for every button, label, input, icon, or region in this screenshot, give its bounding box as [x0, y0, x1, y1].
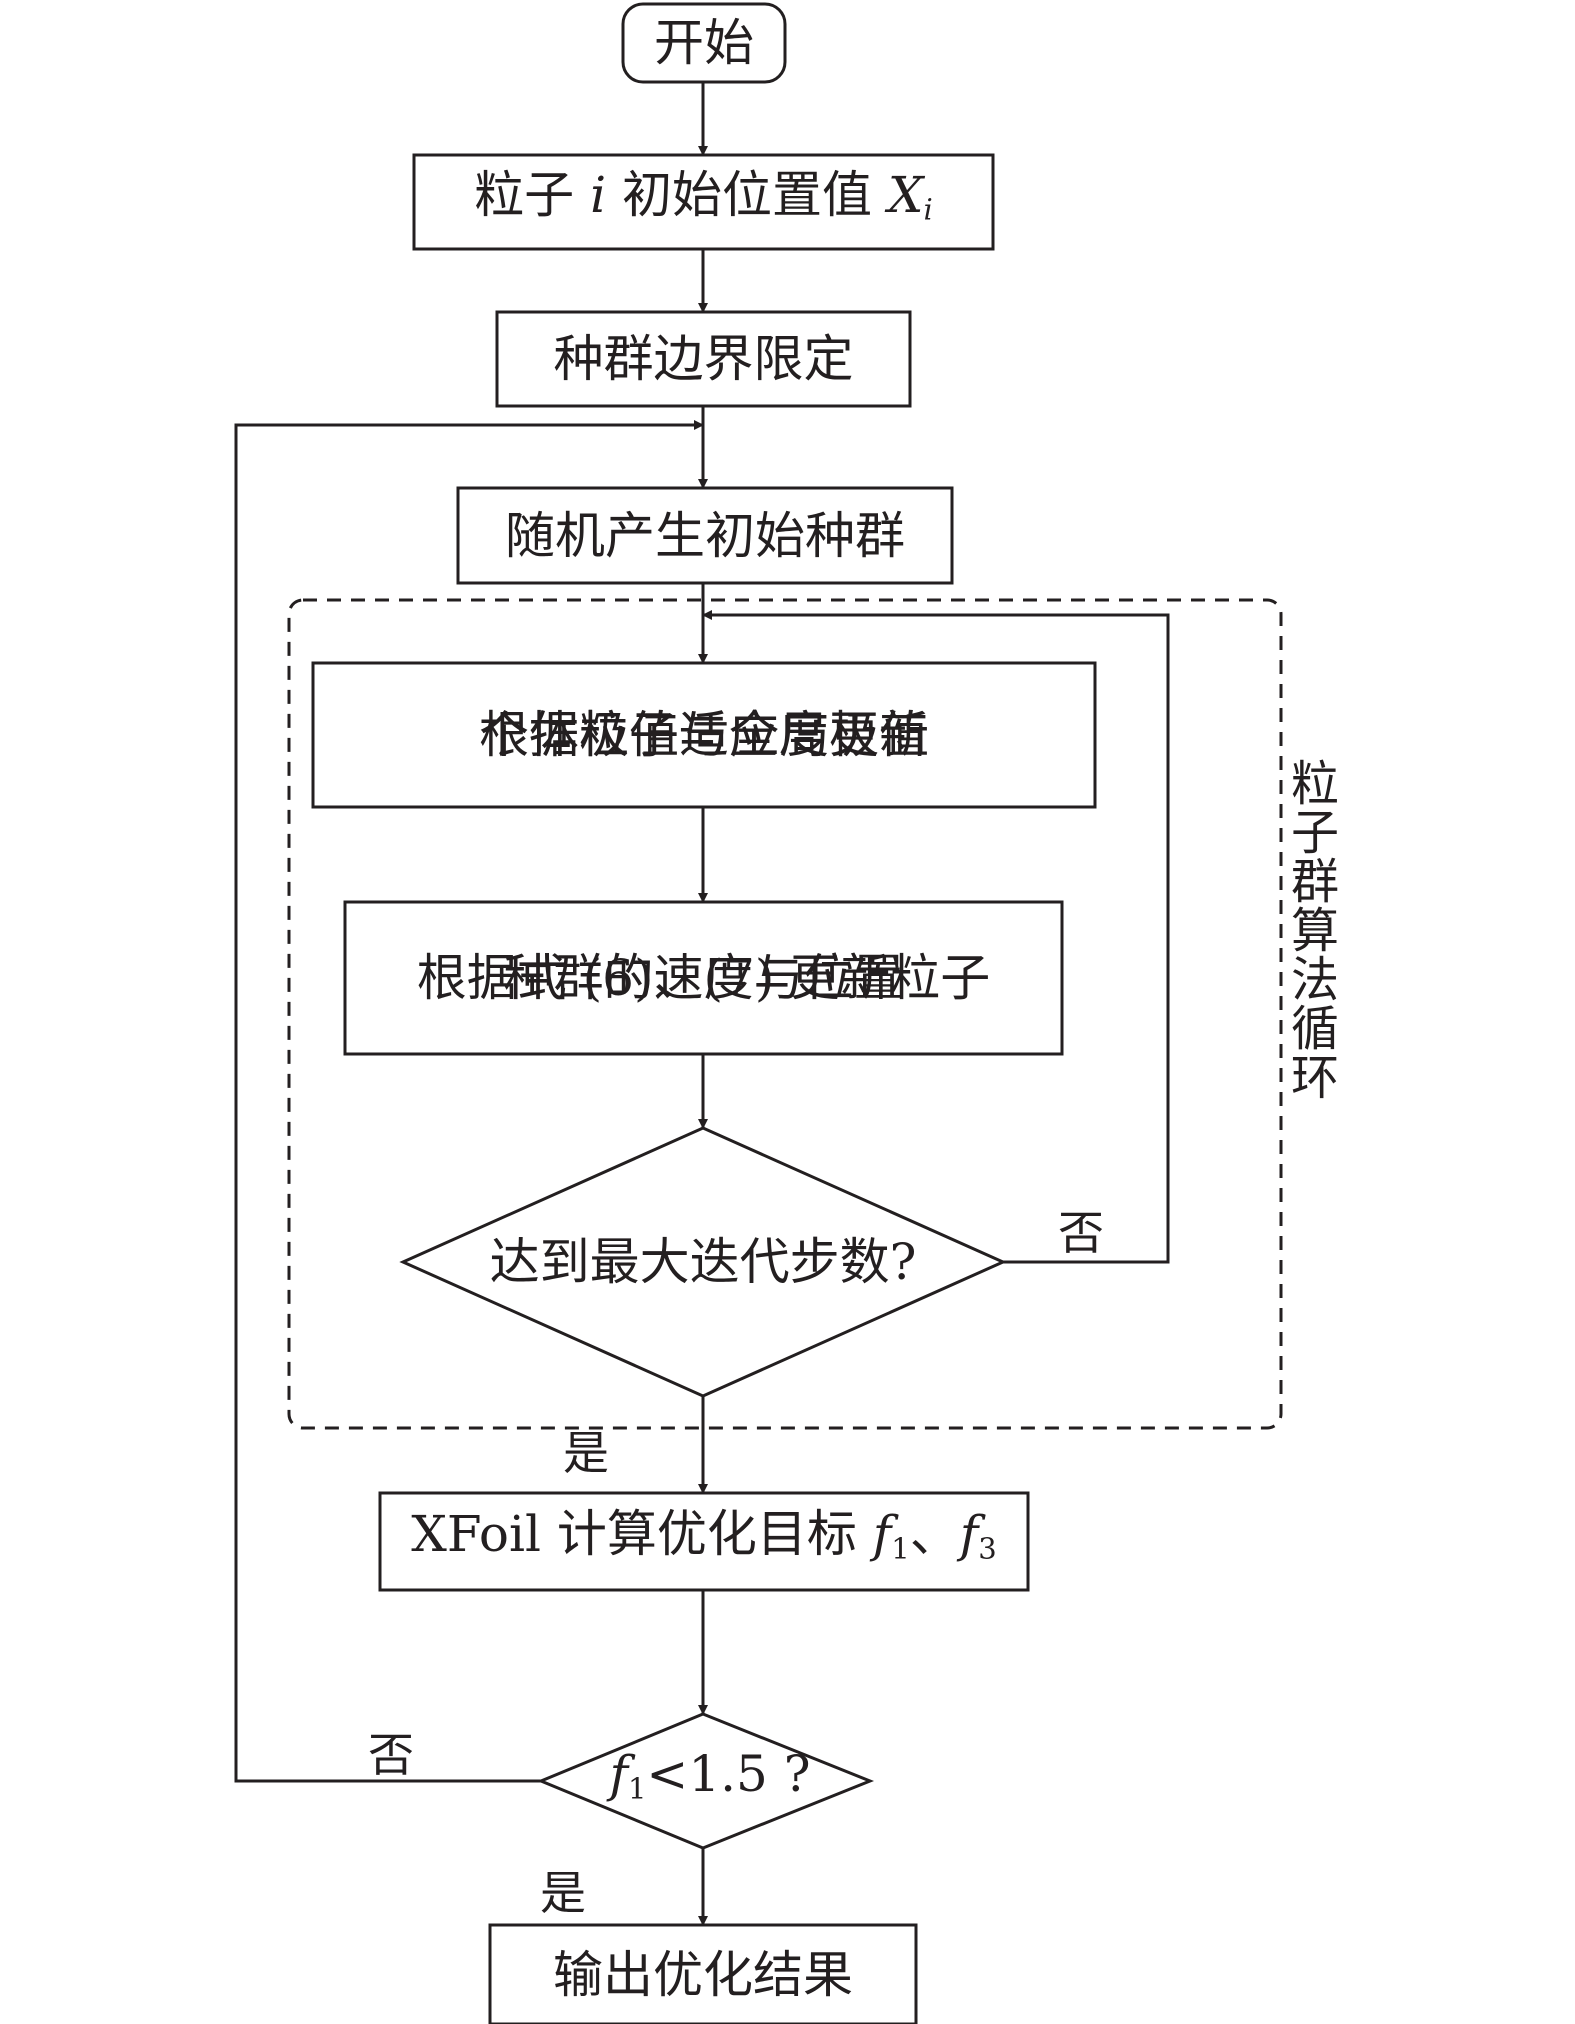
- loop-dashed-region: [287, 598, 1283, 1430]
- label-yes-outer: 是: [540, 1866, 586, 1920]
- init-position-line: 粒子 i 初始位置值 Xi: [474, 165, 933, 227]
- label-no-inner: 否: [1058, 1206, 1104, 1260]
- label-yes-inner: 是: [563, 1426, 609, 1480]
- arrow-check-no-outer-loop: [234, 420, 704, 1783]
- label-no-outer: 否: [368, 1728, 414, 1782]
- random-population-text: 随机产生初始种群: [505, 506, 905, 565]
- init-position-text: 粒子 i 初始位置值 Xi: [414, 155, 993, 249]
- loop-vertical-label: 粒子群算法循环: [1290, 756, 1339, 1106]
- update-velocity-text: 根据式 (6)、(7) 更新粒子 种群的速度与位置: [416, 949, 991, 1007]
- update-best-text: 根据粒子适应度更新 个体极值与全局极值: [479, 706, 929, 764]
- xfoil-line: XFoil 计算优化目标 f1、f3: [411, 1505, 997, 1566]
- output-text: 输出优化结果: [553, 1945, 853, 2004]
- arrow-decision-no-loop: [702, 610, 1170, 1264]
- f1-check-text: f1<1.5 ?: [590, 1745, 830, 1817]
- bounds-text: 种群边界限定: [553, 330, 854, 388]
- xfoil-text: XFoil 计算优化目标 f1、f3: [380, 1493, 1028, 1590]
- f1-check-line: f1<1.5 ?: [609, 1744, 811, 1806]
- max-iteration-text: 达到最大迭代步数?: [489, 1233, 917, 1291]
- start-label: 开始: [654, 14, 754, 72]
